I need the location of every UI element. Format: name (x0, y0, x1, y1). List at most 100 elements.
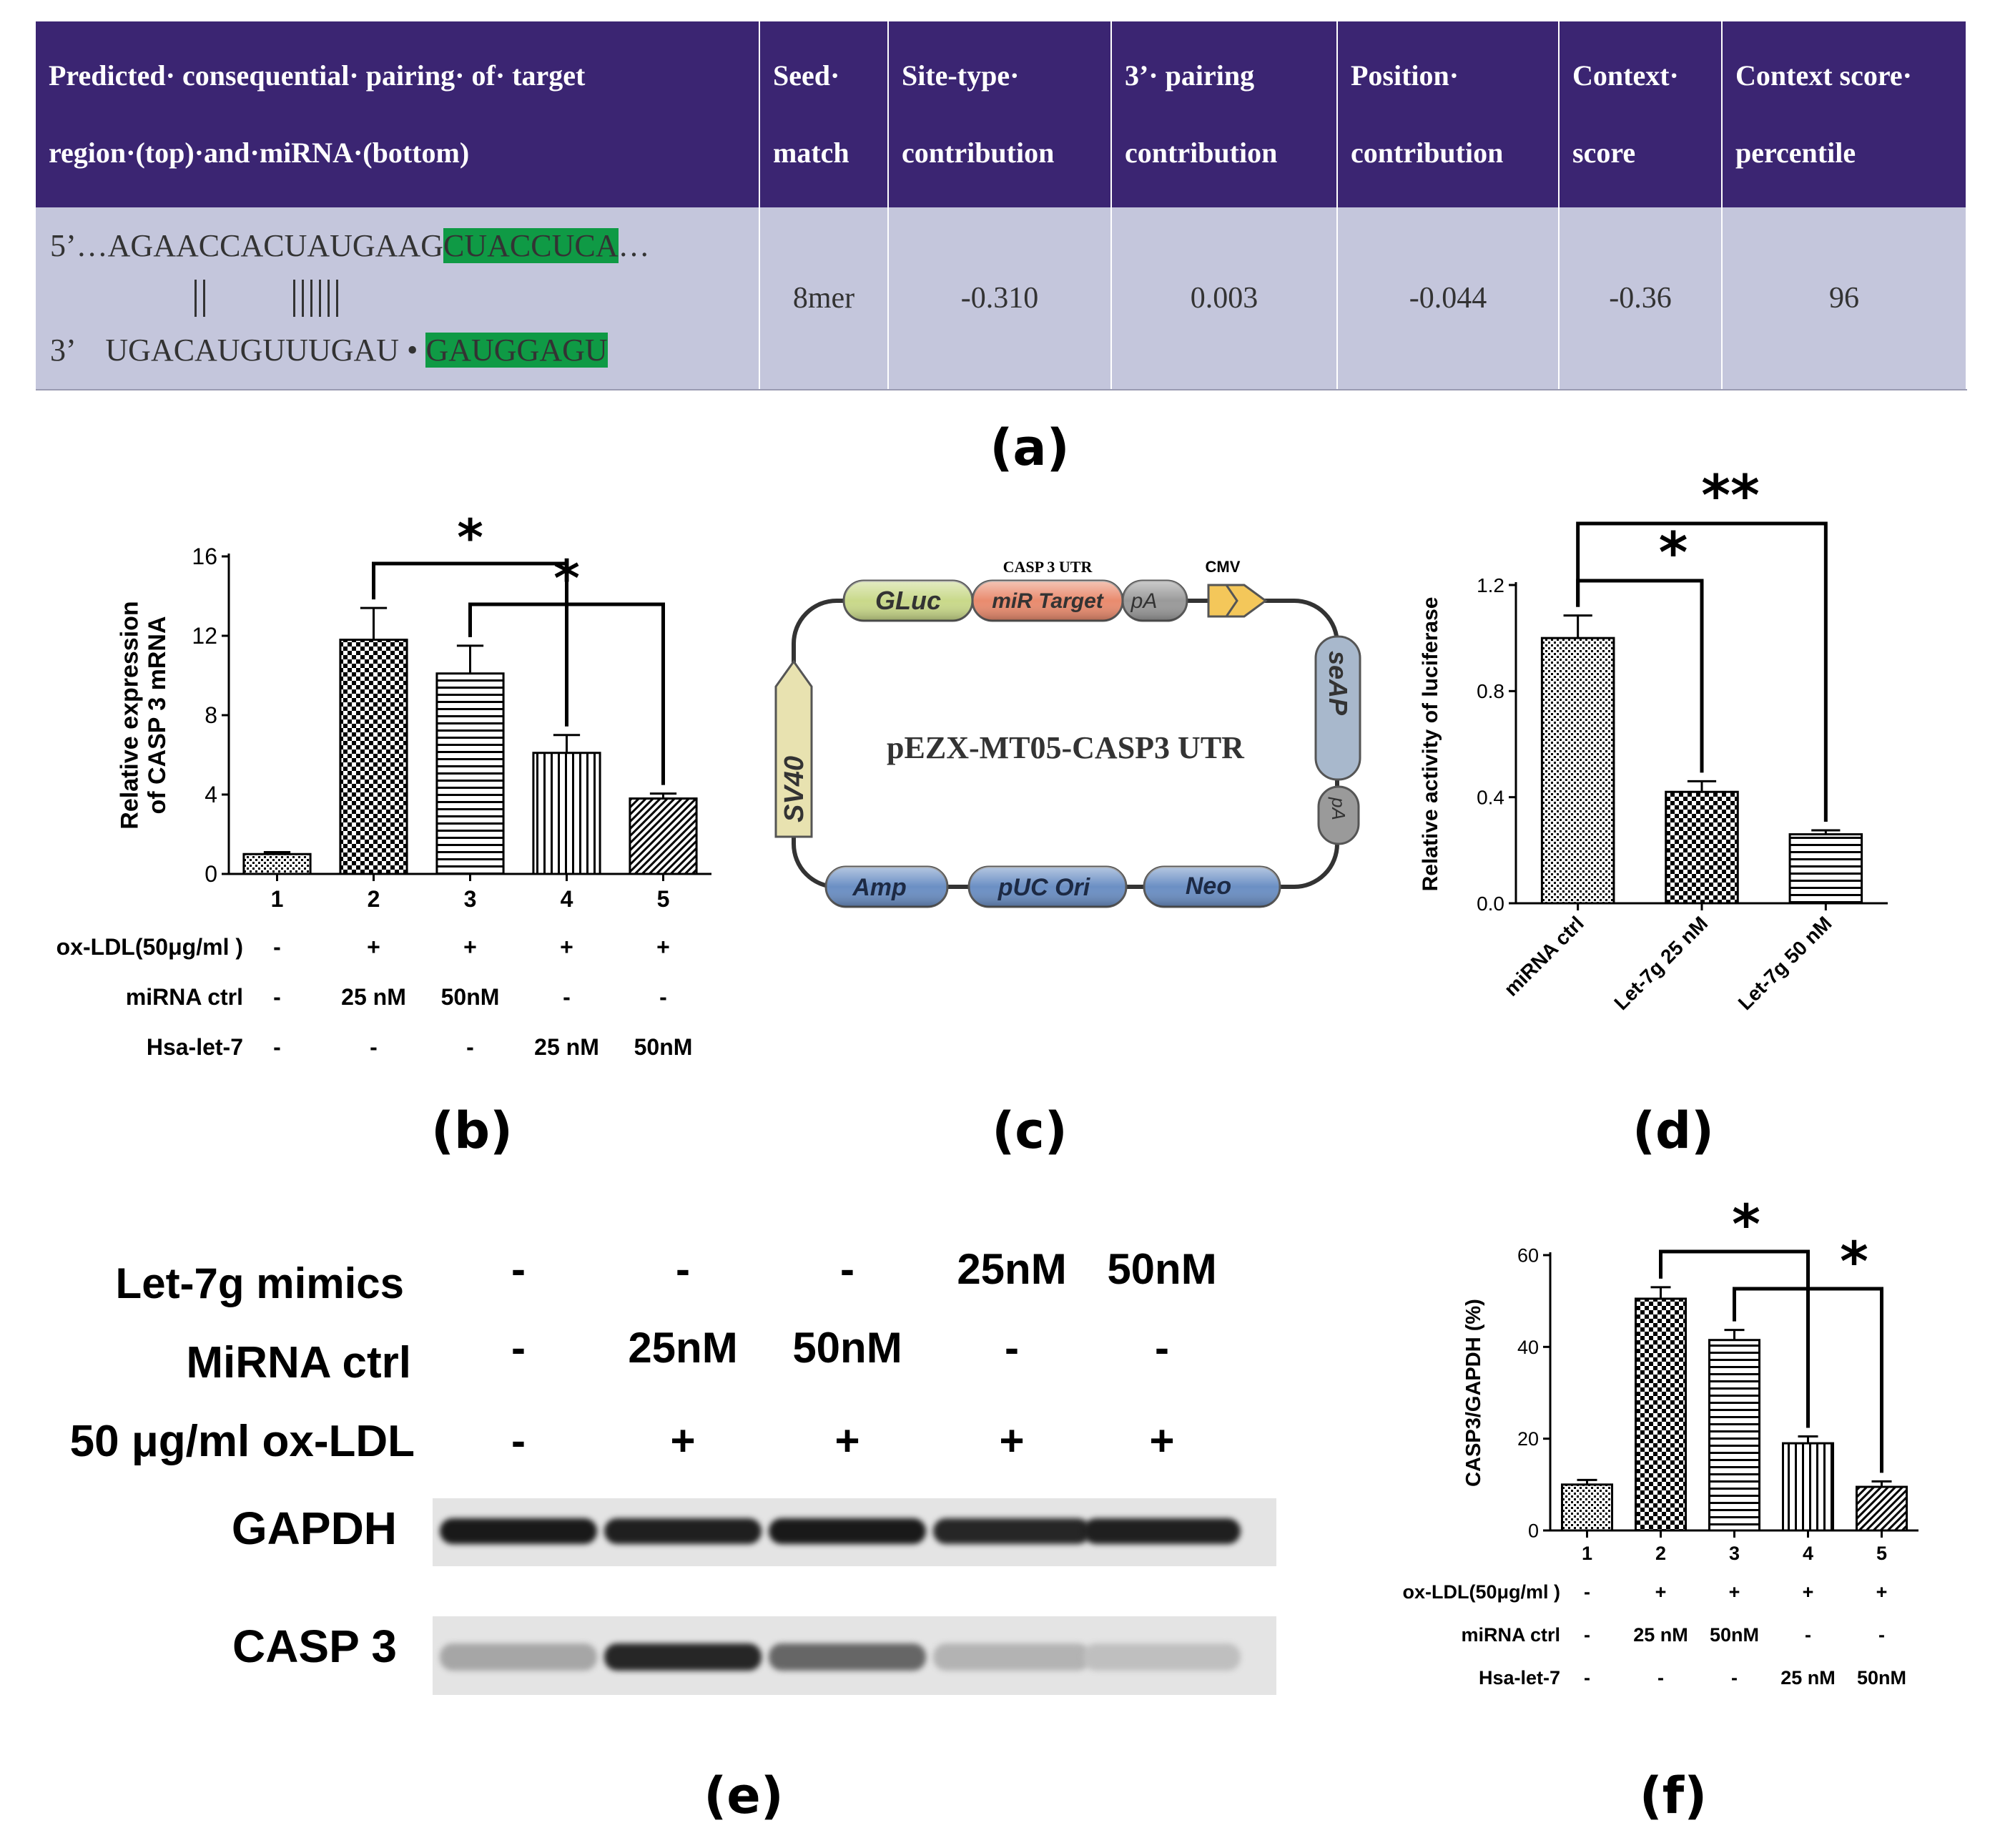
pa-label-top: pA (1130, 589, 1158, 613)
amp-element: Amp (824, 865, 949, 908)
bar (1855, 1485, 1908, 1532)
y-axis-label: Relative expressionof CASP 3 mRNA (116, 601, 170, 829)
bar (1665, 790, 1739, 905)
condition-value: - (273, 1034, 281, 1060)
protein-band (604, 1518, 762, 1544)
header-pairing: Predicted· consequential· pairing· of· t… (36, 21, 760, 207)
panel-label-e: (e) (704, 1766, 784, 1825)
condition-label: miRNA ctrl (126, 984, 243, 1010)
header-context-percentile: Context score· percentile (1722, 21, 1967, 207)
blot-condition-value: - (676, 1245, 690, 1293)
bar (242, 852, 312, 875)
cmv-label: CMV (1206, 558, 1241, 576)
bar (629, 797, 698, 875)
table-header-row: Predicted· consequential· pairing· of· t… (36, 21, 1967, 207)
condition-value: - (1584, 1581, 1590, 1603)
bar (435, 672, 505, 875)
site-type-value: -0.310 (888, 207, 1112, 390)
header-seed-match: Seed· match (759, 21, 889, 207)
condition-value: - (1805, 1624, 1811, 1646)
x-tick-label: 4 (561, 886, 573, 912)
sequence-cell: 5’…AGAACCACUAUGAAGCUACCUCA… 3’ UGACAUGUU… (36, 207, 760, 390)
x-tick-label: 2 (368, 886, 380, 912)
target-seed-highlight: CUACCUCA (443, 228, 619, 263)
significance-star: * (1840, 1229, 1868, 1293)
condition-value: 50nM (634, 1034, 693, 1060)
casp3-utr-label: CASP 3 UTR (1003, 558, 1093, 576)
seap-label: seAP (1324, 651, 1353, 716)
panel-label-a: (a) (990, 418, 1070, 477)
header-site-type: Site-type· contribution (888, 21, 1112, 207)
blot-condition-value: - (511, 1324, 526, 1372)
condition-value: + (1655, 1581, 1667, 1603)
condition-value: - (1657, 1667, 1664, 1689)
x-tick-label: 5 (1876, 1543, 1887, 1564)
bar (1634, 1297, 1688, 1532)
pa-element-top: pA (1121, 579, 1188, 622)
condition-value: - (273, 934, 281, 960)
seed-match-value: 8mer (759, 207, 889, 390)
blot-condition-value: + (670, 1417, 696, 1465)
pairing-table: Predicted· consequential· pairing· of· t… (36, 21, 1967, 390)
band-label: GAPDH (231, 1503, 397, 1554)
condition-value: 50nM (1710, 1624, 1759, 1646)
header-position: Position· contribution (1337, 21, 1560, 207)
condition-label: Hsa-let-7 (147, 1034, 243, 1060)
significance-bracket (1733, 1287, 1883, 1473)
seap-element: seAP (1314, 635, 1361, 781)
y-tick-label: 1.2 (1477, 574, 1504, 596)
condition-value: - (1584, 1667, 1590, 1689)
y-tick-label: 20 (1517, 1428, 1539, 1450)
condition-value: - (563, 984, 571, 1010)
mirna-seq-prefix: 3’ UGACAUGUUUGAU • (50, 333, 426, 368)
y-tick-label: 4 (205, 782, 217, 807)
blot-condition-value: - (511, 1417, 526, 1465)
y-tick-label: 16 (192, 544, 217, 569)
condition-value: 25 nM (1633, 1624, 1688, 1646)
protein-band (440, 1643, 597, 1671)
x-tick-label: 3 (464, 886, 477, 912)
bar (339, 639, 408, 875)
condition-value: - (466, 1034, 474, 1060)
pa-label-right: pA (1328, 797, 1349, 820)
condition-value: - (273, 984, 281, 1010)
x-tick-label: Let-7g 25 nM (1610, 912, 1712, 1014)
bar (1788, 833, 1863, 905)
target-sequence: 5’…AGAACCACUAUGAAGCUACCUCA… (50, 214, 758, 278)
blot-row-label: MiRNA ctrl (186, 1338, 411, 1387)
plasmid-map: CASP 3 UTR CMV GLuc miR Target pA seAP p… (774, 558, 1361, 908)
condition-value: - (1731, 1667, 1738, 1689)
condition-value: + (1729, 1581, 1740, 1603)
blot-condition-value: 25nM (957, 1245, 1067, 1293)
sv40-element: SV40 (774, 659, 813, 838)
sv40-label: SV40 (779, 756, 809, 822)
target-seq-suffix: … (618, 228, 650, 263)
context-percentile-value: 96 (1722, 207, 1967, 390)
significance-star: * (1732, 1194, 1760, 1256)
header-3-pairing: 3’· pairing contribution (1111, 21, 1338, 207)
significance-bracket (468, 602, 665, 785)
condition-value: 50nM (1857, 1667, 1906, 1689)
bar (532, 752, 601, 875)
panel-label-b: (b) (430, 1101, 513, 1160)
blot-condition-value: 50nM (1107, 1245, 1217, 1293)
plasmid-name: pEZX-MT05-CASP3 UTR (887, 730, 1245, 765)
x-tick-label: miRNA ctrl (1499, 912, 1588, 1001)
condition-value: 25 nM (534, 1034, 599, 1060)
bar (1781, 1442, 1835, 1532)
y-tick-label: 0.8 (1477, 680, 1504, 702)
significance-star: * (1659, 521, 1688, 586)
protein-band (604, 1643, 762, 1671)
condition-label: Hsa-let-7 (1479, 1667, 1560, 1689)
cmv-arrow (1207, 584, 1268, 618)
protein-band (933, 1518, 1090, 1544)
y-tick-label: 0 (1528, 1520, 1539, 1541)
protein-band (1083, 1643, 1241, 1671)
neo-label: Neo (1186, 873, 1231, 900)
x-tick-label: 1 (271, 886, 284, 912)
condition-label: ox-LDL(50μg/ml ) (1402, 1581, 1560, 1603)
protein-band (440, 1518, 597, 1544)
protein-band (769, 1518, 926, 1544)
